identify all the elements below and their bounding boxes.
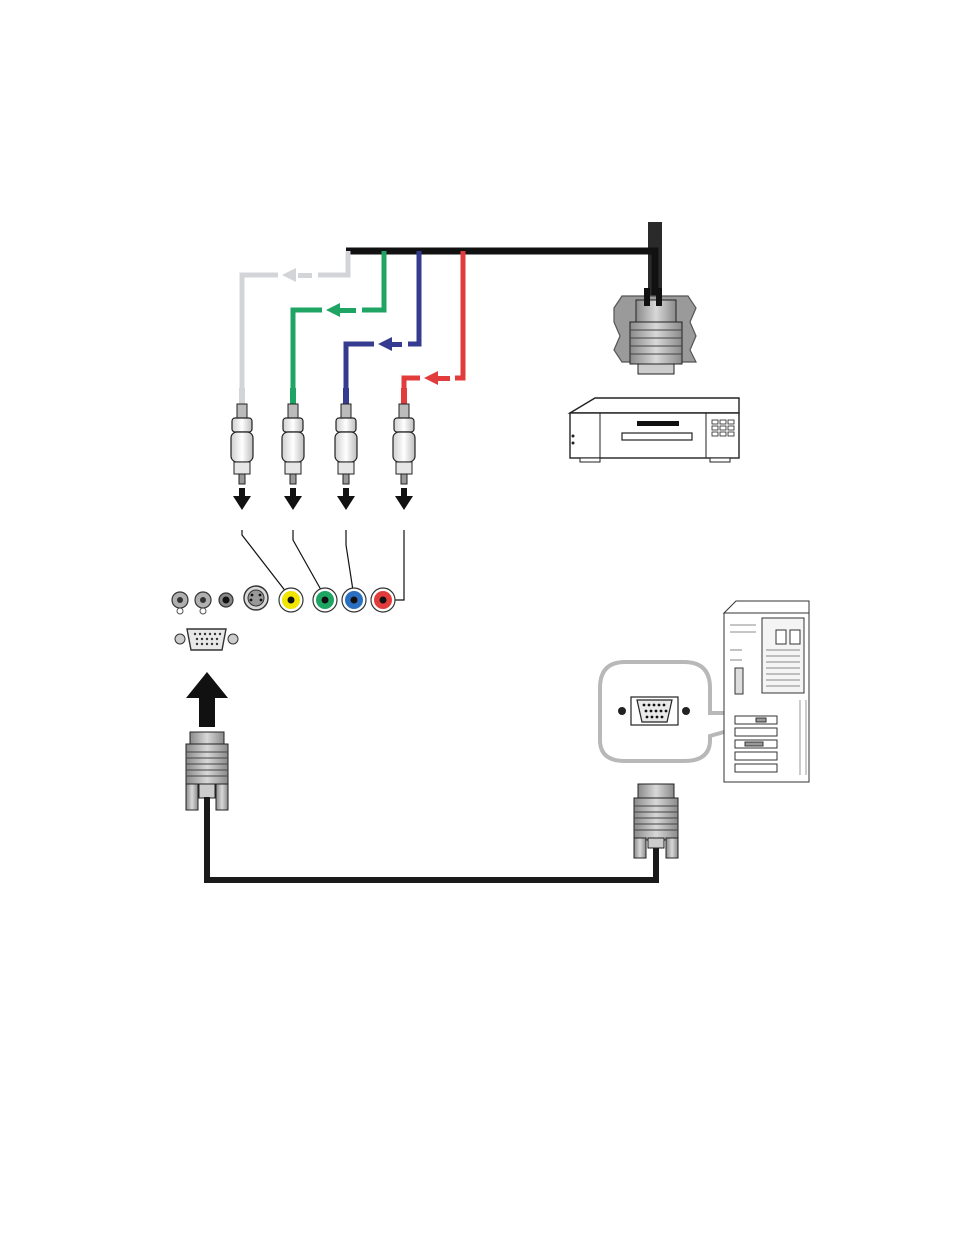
component-green-jack xyxy=(313,588,337,612)
red-pr-cable xyxy=(404,251,463,390)
arrow-left-icon xyxy=(378,337,392,351)
desktop-computer xyxy=(724,601,809,782)
s-video-jack xyxy=(244,586,268,610)
audio-mini-jack xyxy=(219,593,233,607)
arrow-down-icon xyxy=(233,488,251,510)
component-blue-jack xyxy=(342,588,366,612)
arrow-left-icon xyxy=(326,303,340,317)
d-sub-adapter-icon xyxy=(614,288,696,374)
vga-input-port xyxy=(175,629,238,650)
green-y-cable xyxy=(293,251,384,390)
arrow-left-icon xyxy=(424,371,438,385)
rca-plug-icon xyxy=(393,404,415,484)
vga-cable xyxy=(207,797,656,880)
dvd-player xyxy=(570,398,739,462)
arrow-down-icon xyxy=(284,488,302,510)
arrow-down-icon xyxy=(395,488,413,510)
arrow-up-icon xyxy=(186,672,228,727)
rca-plug-icon xyxy=(335,404,357,484)
projector-input-panel xyxy=(172,586,395,650)
component-red-jack xyxy=(371,588,395,612)
audio-r-jack xyxy=(195,592,211,614)
black-main-cable xyxy=(346,222,662,302)
rca-plug-icon xyxy=(231,404,253,484)
audio-l-jack xyxy=(172,592,188,614)
arrow-down-icon xyxy=(337,488,355,510)
rca-plug-icon xyxy=(282,404,304,484)
vga-connector-icon xyxy=(634,784,678,858)
arrow-left-icon xyxy=(282,268,296,282)
composite-yellow-jack xyxy=(279,588,303,612)
